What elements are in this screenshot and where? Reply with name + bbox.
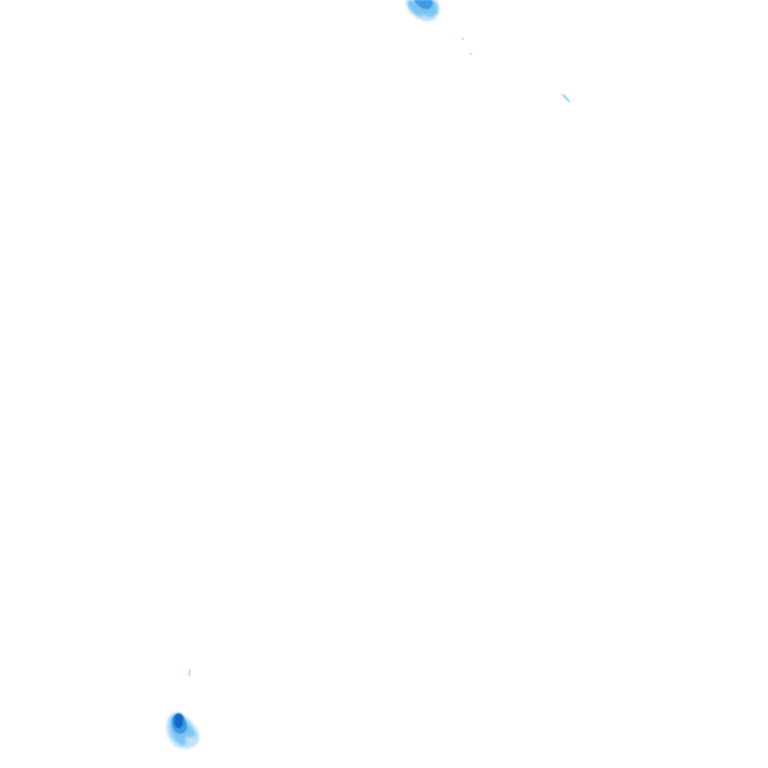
echo-top-north <box>406 0 439 21</box>
echo-speck-north-1 <box>461 37 465 41</box>
echo-cell-southwest <box>166 712 199 749</box>
echo-streak-northeast <box>562 94 570 102</box>
echo-speck-north-2 <box>470 53 472 55</box>
echo-streak-southwest <box>188 669 191 677</box>
